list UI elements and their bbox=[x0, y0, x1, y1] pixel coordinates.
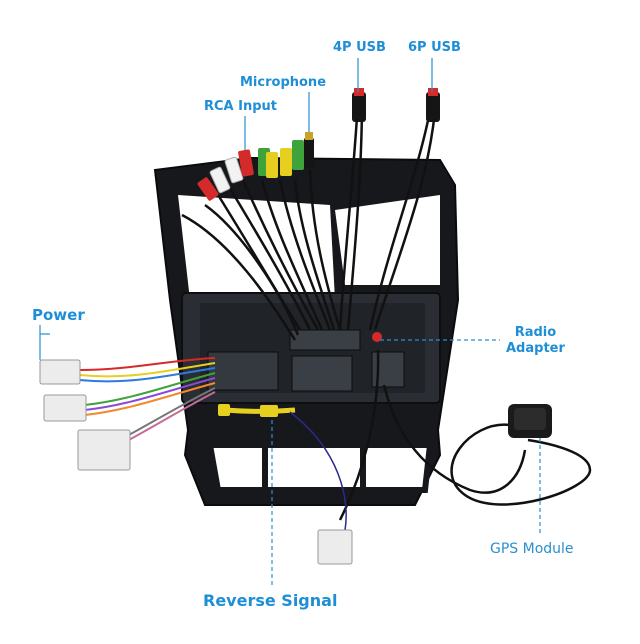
black-cables bbox=[181, 99, 527, 521]
reverse-signal-label: Reverse Signal bbox=[203, 591, 338, 610]
rca-connectors bbox=[197, 140, 304, 201]
microphone-connector bbox=[304, 132, 314, 168]
gps-module-label: GPS Module bbox=[490, 541, 574, 557]
power-harness bbox=[39, 357, 216, 471]
power-label: Power bbox=[32, 306, 85, 324]
usb-6p-label: 6P USB bbox=[408, 40, 461, 55]
radio-adapter-line2: Adapter bbox=[506, 341, 565, 356]
usb-4p-connector bbox=[352, 88, 366, 122]
reverse-signal-cable bbox=[218, 404, 353, 565]
usb-6p-connector bbox=[426, 88, 440, 122]
usb-4p-label: 4P USB bbox=[333, 40, 386, 55]
microphone-label: Microphone bbox=[240, 75, 327, 90]
leader-lines bbox=[39, 58, 541, 588]
dash-frame bbox=[153, 156, 460, 506]
radio-adapter-line1: Radio bbox=[514, 325, 557, 340]
radio-adapter-label: Radio Adapter bbox=[506, 325, 565, 357]
rca-input-label: RCA Input bbox=[204, 99, 278, 114]
gps-module bbox=[450, 404, 592, 506]
